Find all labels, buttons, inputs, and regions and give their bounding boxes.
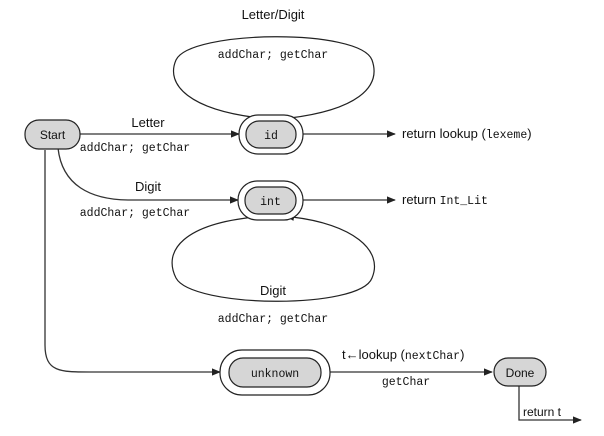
digit-edge-label: Digit: [135, 179, 161, 194]
state-done-label: Done: [506, 366, 535, 380]
id-loop-action: addChar; getChar: [218, 49, 328, 62]
int-self-loop: [171, 216, 376, 302]
edge-start-to-unknown: [44, 150, 221, 376]
id-self-loop: [172, 36, 375, 119]
done-return-label: return t: [523, 405, 562, 419]
letter-edge-label: Letter: [131, 115, 165, 130]
id-return-text: return lookup (: [402, 126, 486, 141]
int-return-text: return: [402, 192, 440, 207]
state-done: Done: [493, 357, 547, 387]
state-unknown-label: unknown: [251, 368, 299, 381]
id-loop-label: Letter/Digit: [242, 7, 305, 22]
int-loop-action: addChar; getChar: [218, 313, 328, 326]
state-id: id: [238, 114, 304, 155]
state-int: int: [237, 180, 304, 221]
state-id-label: id: [264, 130, 278, 143]
int-return-code: Int_Lit: [440, 195, 488, 208]
state-unknown: unknown: [219, 349, 331, 396]
unknown-to-done-action: getChar: [382, 376, 430, 389]
lookup-arg-code: nextChar: [405, 350, 460, 363]
int-loop-label: Digit: [260, 283, 286, 298]
unknown-to-done-label: t←lookup (nextChar): [342, 347, 464, 363]
id-return-close: ): [527, 126, 531, 141]
state-int-label: int: [260, 196, 281, 209]
digit-edge-action: addChar; getChar: [80, 207, 190, 220]
int-return-label: return Int_Lit: [402, 192, 488, 208]
state-start: Start: [24, 119, 81, 150]
edge-start-to-int: [57, 147, 239, 204]
edge-done-return: [518, 386, 582, 424]
id-return-label: return lookup (lexeme): [402, 126, 532, 142]
id-return-code: lexeme: [486, 129, 528, 142]
state-start-label: Start: [40, 128, 66, 142]
lookup-close-paren: ): [460, 347, 464, 362]
letter-edge-action: addChar; getChar: [80, 142, 190, 155]
